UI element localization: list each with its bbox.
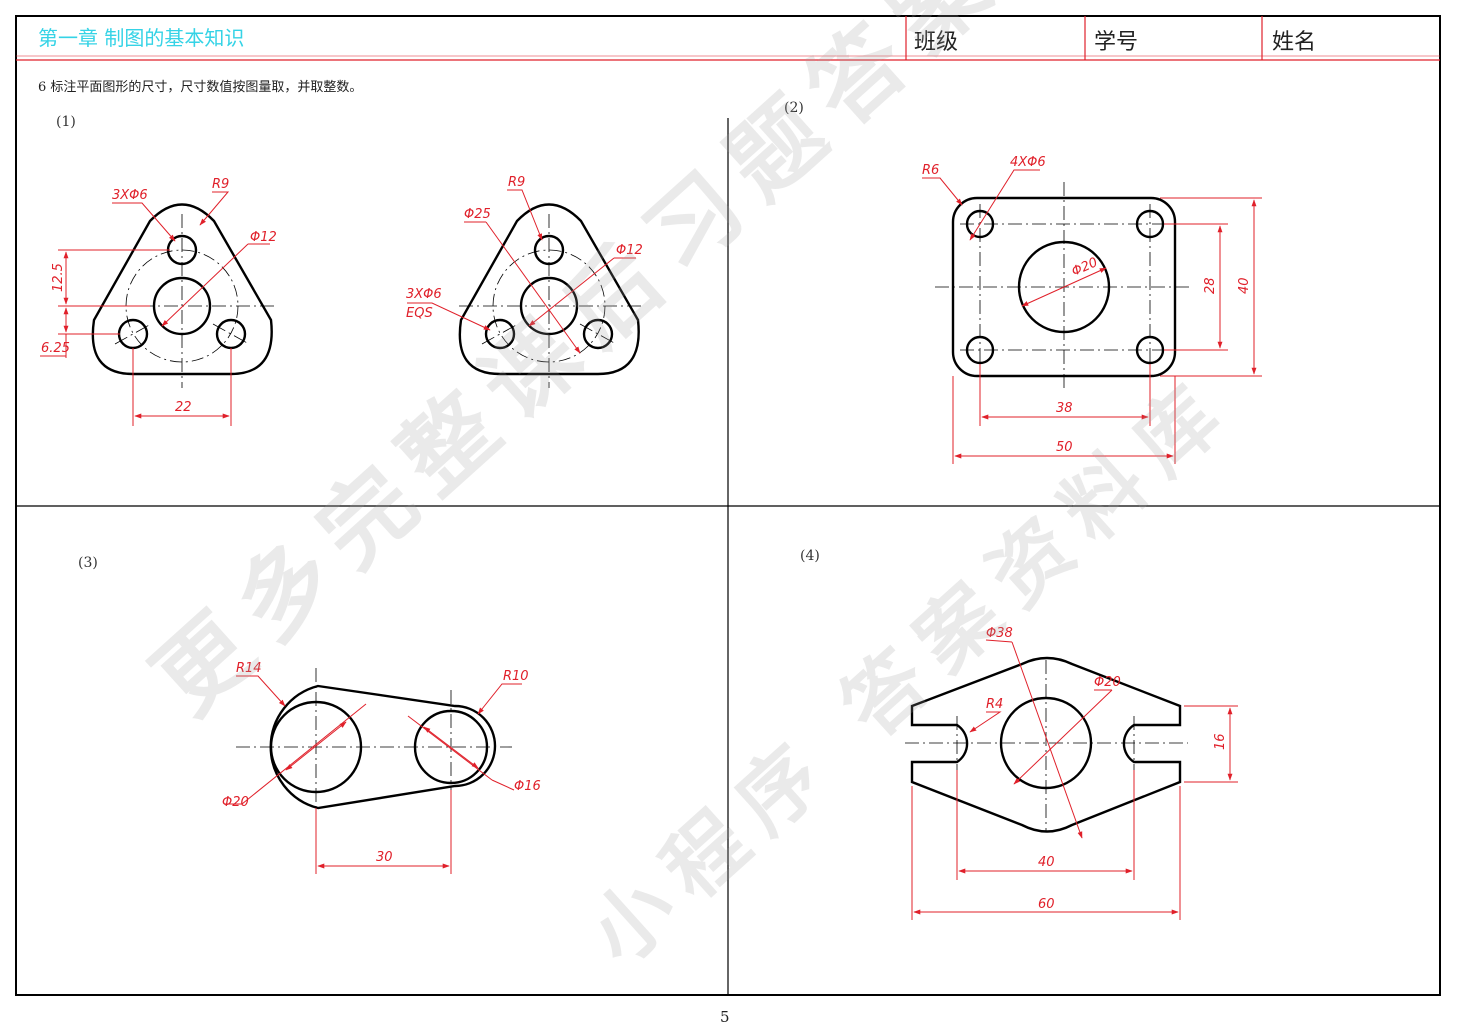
panel-2-label: (2) [784,100,804,116]
part-4-flange [905,656,1188,833]
dim-phi12-b: Φ12 [616,243,643,258]
dim-r4: R4 [986,697,1003,712]
part-1-right [458,203,643,388]
dim-3x-phi6-b: 3XΦ6 [406,287,442,302]
panel-3-label: (3) [78,555,98,571]
dim-4x-phi6: 4XΦ6 [1010,155,1046,170]
dim-50: 50 [1056,440,1073,455]
dim-40-p4: 40 [1038,855,1055,870]
part-1-left [91,203,276,388]
dim-phi25: Φ25 [464,207,491,222]
dim-r6: R6 [922,163,939,178]
dim-phi20-p3: Φ20 [222,795,249,810]
dim-phi12: Φ12 [250,230,277,245]
dim-22: 22 [175,400,192,415]
dim-6-25: 6.25 [41,341,70,356]
dim-r10: R10 [503,669,529,684]
dim-16: 16 [1213,733,1228,750]
dim-3x-phi6: 3XΦ6 [112,188,148,203]
part-1-right-dimensions [407,189,636,354]
part-4-dimensions [911,639,1238,920]
dim-60: 60 [1038,897,1055,912]
field-name-label: 姓名 [1272,30,1317,55]
dim-phi20-p4: Φ20 [1094,675,1121,690]
dim-12-5: 12.5 [51,263,66,292]
chapter-title: 第一章 制图的基本知识 [38,26,245,50]
dim-phi38: Φ38 [986,626,1013,641]
dim-40: 40 [1237,277,1252,294]
dim-r9-b: R9 [508,175,525,190]
dim-phi20: Φ20 [1070,255,1101,280]
header-table [16,16,1440,61]
part-3-dimensions [224,675,522,874]
part-2-dimensions [922,169,1262,464]
panel-4-label: (4) [800,548,820,564]
dim-28: 28 [1203,277,1218,294]
dim-eqs: EQS [406,306,433,321]
dim-r14: R14 [236,661,262,676]
field-class-label: 班级 [914,30,959,55]
task-instruction: 6 标注平面图形的尺寸，尺寸数值按图量取，并取整数。 [38,80,363,95]
dim-phi16: Φ16 [514,779,541,794]
dim-38: 38 [1056,401,1073,416]
part-3-link [236,668,512,824]
panel-1-label: (1) [56,114,76,130]
field-student-no-label: 学号 [1094,30,1139,55]
dim-30: 30 [376,850,393,865]
part-1-left-dimensions [40,191,270,426]
page-number: 5 [720,1008,730,1026]
dim-r9: R9 [212,177,229,192]
